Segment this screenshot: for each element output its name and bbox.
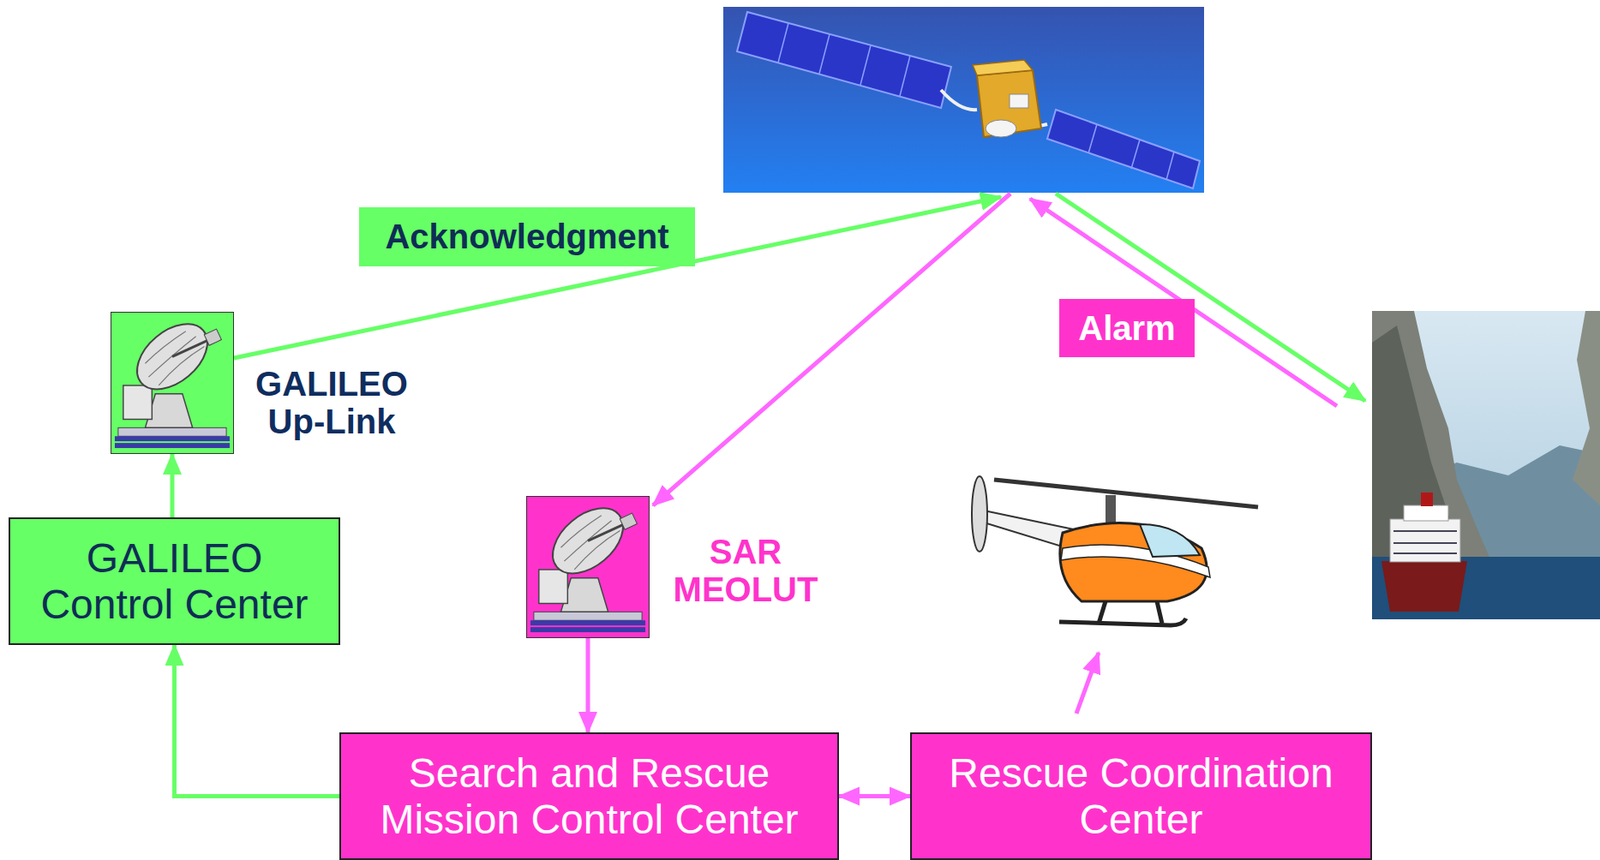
ship-hull [1381,561,1468,612]
cliff-shade [1372,325,1462,562]
alarm-arrow [1030,198,1337,407]
ship-deck [1390,519,1461,563]
water [1372,557,1600,620]
antenna-base-stripe [114,436,230,442]
antenna-label: GALILEO Up-Link [241,365,422,441]
feed-horn [203,329,222,346]
antenna-base-stripe [114,443,230,449]
satellite-body [976,70,1042,138]
antenna-dish [540,497,636,588]
tail-rotor [971,476,988,552]
box-text: Search and Rescue Mission Control Center [352,750,827,844]
solar-panel [737,11,952,108]
rotor-mast [1105,495,1116,525]
antenna-base [118,427,227,437]
downlink-arrow [653,193,1011,506]
signal-tag: Acknowledgment [359,207,696,267]
skids [1059,601,1187,626]
antenna-base [533,611,642,621]
satellite-plate [1009,94,1029,108]
dish-grid [144,331,204,386]
ack-arrow [1055,193,1366,402]
antenna-icon [111,312,234,454]
feed-horn [619,513,637,530]
cockpit-window [1139,524,1200,558]
ship-funnel [1420,492,1433,507]
station-name: SAR MEOLUT [655,533,836,609]
sky-ground [723,6,1205,193]
panel-grid [778,23,911,96]
box-text: Rescue Coordination Center [922,750,1360,844]
satellite-antenna [985,119,1017,138]
antenna-dish [125,312,221,403]
box-text: GALILEO Control Center [21,535,328,629]
flow-arrow [170,454,175,518]
station-name: GALILEO Up-Link [241,365,422,441]
signal-name: Alarm [1078,309,1175,348]
antenna-housing [123,385,153,420]
antenna-node: GALILEO Up-Link [110,311,234,455]
cliff-right [1572,311,1600,506]
helicopter-picture [971,476,1259,626]
satellite-picture [723,6,1205,193]
process-box: Search and Rescue Mission Control Center [339,732,839,860]
process-box: GALILEO Control Center [8,517,341,646]
antenna-base-stripe [530,620,646,626]
panel-grid [1088,124,1175,180]
flow-arrow [174,645,341,798]
antenna-icon [527,497,649,638]
ship-picture [1372,311,1600,620]
fjord-sky [1372,311,1600,620]
ship-bridge [1403,505,1449,522]
antenna-housing [539,569,569,605]
antenna-label: SAR MEOLUT [655,533,836,609]
flow-arrow [838,794,911,799]
signal-tag: Alarm [1059,299,1195,358]
solar-panel [1047,109,1200,189]
ship-windows [1393,531,1457,554]
antenna-base-stripe [530,627,646,633]
satellite-top [972,59,1033,76]
antenna-node: SAR MEOLUT [526,496,650,639]
radio-links [233,193,1366,714]
flow-arrow [586,638,591,733]
dish-grid [560,515,620,570]
signal-name: Acknowledgment [384,217,669,257]
dispatch-arrow [1076,653,1099,714]
cliff [1372,311,1492,562]
uplink-arrow [233,197,1001,359]
process-box: Rescue Coordination Center [910,732,1373,860]
main-rotor [994,479,1259,508]
